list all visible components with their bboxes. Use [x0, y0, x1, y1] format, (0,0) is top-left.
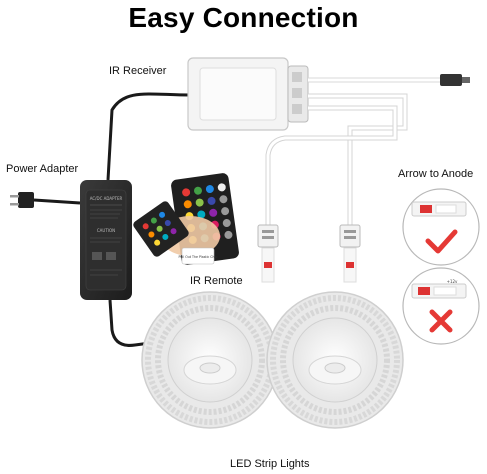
- output-wire: [108, 299, 151, 347]
- dc-jack-icon: [440, 74, 470, 86]
- led-reel-right: [266, 291, 404, 429]
- power-plug-icon: [10, 192, 34, 208]
- ac-wire: [33, 198, 81, 205]
- label-ir-receiver: IR Receiver: [109, 65, 167, 77]
- dc-wire: [106, 92, 191, 181]
- strip-connector-right: [339, 224, 361, 283]
- remote-tab-text: Pull Out The Plastic Chip: [179, 255, 218, 259]
- strip-marking-text: +12v: [447, 279, 458, 284]
- anode-correct-panel: [402, 188, 480, 266]
- page-title: Easy Connection: [128, 2, 359, 33]
- adapter-caution-text: CAUTION: [97, 228, 115, 233]
- label-ir-remote: IR Remote: [190, 275, 243, 287]
- ir-remote: Pull Out The Plastic Chip: [133, 173, 239, 265]
- strip-connector-left: [257, 224, 279, 283]
- led-reel-left: [141, 291, 279, 429]
- anode-wrong-panel: +12v: [402, 267, 480, 345]
- check-icon: [425, 229, 458, 254]
- ir-receiver-box: [187, 57, 309, 131]
- label-power-adapter: Power Adapter: [6, 163, 79, 175]
- label-led-strip-lights: LED Strip Lights: [230, 458, 310, 470]
- power-adapter: AC/DC ADAPTER CAUTION: [80, 180, 132, 300]
- adapter-heading-text: AC/DC ADAPTER: [90, 196, 123, 201]
- cross-icon: [429, 309, 453, 333]
- label-arrow-to-anode: Arrow to Anode: [398, 168, 474, 180]
